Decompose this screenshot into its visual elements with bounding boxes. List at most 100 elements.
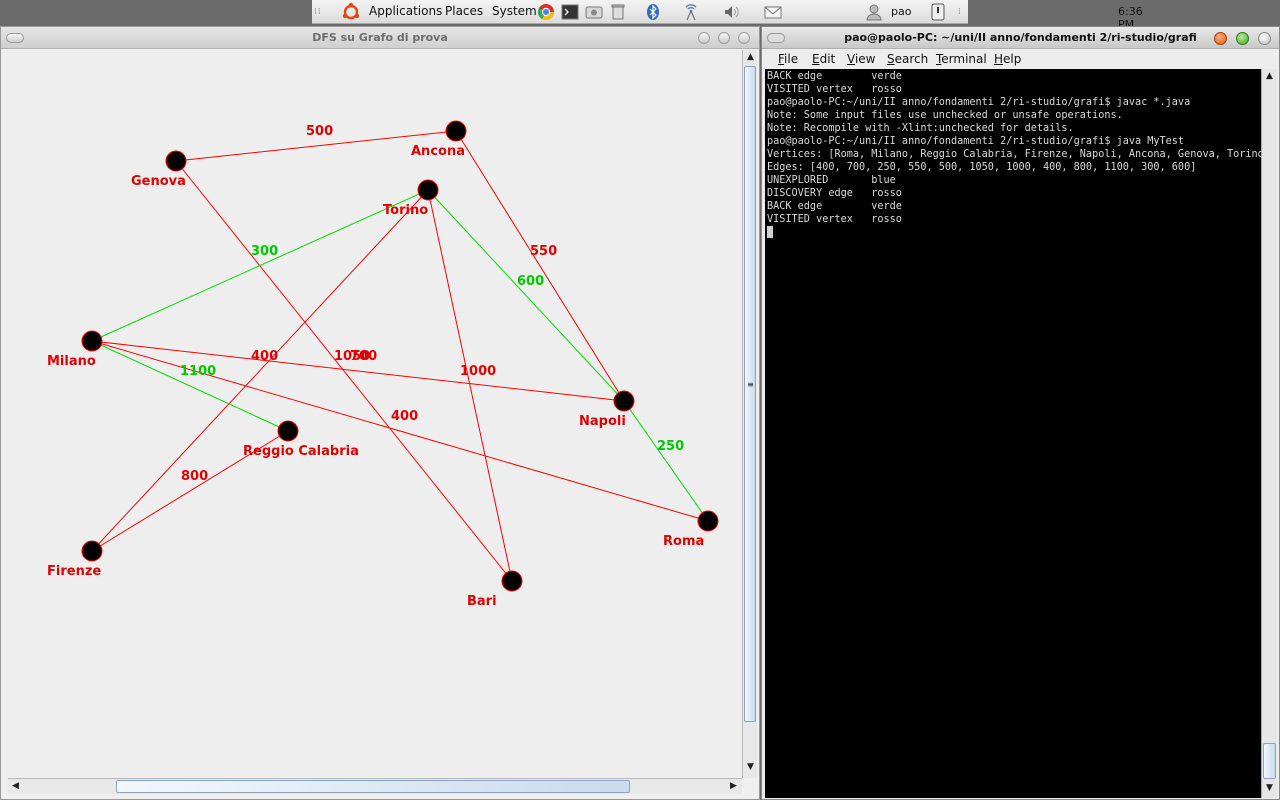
panel-grip-right[interactable]: ⁞: [958, 7, 962, 17]
bluetooth-icon[interactable]: [644, 3, 662, 21]
vertex-label: Roma: [663, 534, 705, 549]
applications-menu[interactable]: Applications: [369, 4, 443, 18]
vertex-label: Reggio Calabria: [243, 444, 359, 459]
menu-edit[interactable]: Edit: [812, 52, 836, 66]
terminal-scroll-thumb[interactable]: [1263, 743, 1276, 779]
scroll-down-arrow-icon[interactable]: ▼: [747, 762, 754, 772]
terminal-line: VISITED vertex rosso: [767, 214, 902, 225]
graph-window-title: DFS su Grafo di prova: [312, 31, 448, 44]
terminal-window-menu-button[interactable]: [767, 33, 785, 43]
graph-edge-milano-napoli: [91, 340, 625, 402]
terminal-close-button[interactable]: [1214, 32, 1227, 45]
vertex-genova: [165, 150, 187, 172]
edges-layer: [91, 130, 709, 582]
shutdown-icon[interactable]: [929, 3, 947, 21]
trash-launcher-icon[interactable]: [609, 3, 627, 21]
graph-edge-torino-bari: [427, 189, 513, 582]
vertex-label: Firenze: [47, 564, 102, 579]
network-icon[interactable]: [682, 3, 700, 21]
edge-weight-label: 1100: [180, 364, 217, 379]
edge-weight-label: 1050: [334, 349, 371, 364]
user-icon[interactable]: [865, 3, 883, 21]
terminal-maximize-button[interactable]: [1258, 32, 1271, 45]
edge-weight-label: 400: [391, 409, 419, 424]
graph-window-titlebar[interactable]: DFS su Grafo di prova: [1, 27, 759, 49]
scroll-right-arrow-icon[interactable]: ▶: [730, 781, 737, 791]
graph-edge-genova-bari: [175, 160, 513, 582]
screenshot-launcher-icon[interactable]: [585, 3, 603, 21]
user-name[interactable]: pao: [891, 5, 912, 18]
edge-weight-label: 550: [530, 244, 558, 259]
panel-grip[interactable]: ⁞⁞: [314, 7, 322, 17]
graph-edge-genova-ancona: [175, 130, 457, 162]
terminal-scroll-up-icon[interactable]: ▲: [1266, 71, 1273, 81]
menu-file[interactable]: File: [778, 52, 799, 66]
minimize-button[interactable]: [698, 32, 710, 44]
menu-terminal[interactable]: Terminal: [936, 52, 987, 66]
system-menu[interactable]: System: [492, 4, 537, 18]
terminal-line: Edges: [400, 700, 250, 550, 500, 1050, 1…: [767, 162, 1197, 173]
vertices-layer: [81, 120, 719, 592]
terminal-line: UNEXPLORED blue: [767, 175, 896, 186]
terminal-line: Note: Some input files use unchecked or …: [767, 110, 1123, 121]
terminal-line: pao@paolo-PC:~/uni/II anno/fondamenti 2/…: [767, 136, 1185, 147]
menu-view[interactable]: View: [847, 52, 876, 66]
graph-drawing: [81, 120, 719, 592]
ubuntu-logo-icon[interactable]: [341, 2, 361, 22]
vertex-roma: [697, 510, 719, 532]
edge-weight-label: 800: [181, 469, 209, 484]
vertex-napoli: [613, 390, 635, 412]
vertex-ancona: [445, 120, 467, 142]
vertical-scroll-thumb[interactable]: [744, 66, 756, 722]
graph-vertical-scrollbar[interactable]: ▲ ≡ ▼: [742, 50, 757, 778]
graph-edge-torino-firenze: [91, 189, 429, 552]
vertex-bari: [501, 570, 523, 592]
terminal-minimize-button[interactable]: [1236, 32, 1249, 45]
edge-weight-label: 300: [251, 244, 279, 259]
terminal-scrollbar[interactable]: ▲ ▼: [1261, 69, 1277, 798]
graph-edge-milano-reggio-calabria: [91, 340, 289, 432]
menu-search[interactable]: Search: [887, 52, 929, 66]
graph-horizontal-scrollbar[interactable]: ◀ ▶: [8, 778, 742, 794]
terminal-titlebar[interactable]: pao@paolo-PC: ~/uni/II anno/fondamenti 2…: [762, 27, 1279, 49]
close-button[interactable]: [738, 32, 750, 44]
window-menu-button[interactable]: [6, 33, 24, 43]
graph-edge-firenze-reggio-calabria: [91, 430, 289, 552]
scroll-left-arrow-icon[interactable]: ◀: [12, 781, 19, 791]
mail-icon[interactable]: [764, 3, 782, 21]
vertex-label: Bari: [467, 594, 497, 609]
terminal-scroll-down-icon[interactable]: ▼: [1266, 783, 1273, 793]
maximize-button[interactable]: [718, 32, 730, 44]
edge-weight-label: 600: [517, 274, 545, 289]
graph-edge-napoli-roma: [623, 400, 709, 522]
graph-edge-torino-napoli: [427, 189, 625, 402]
vertex-firenze: [81, 540, 103, 562]
chrome-launcher-icon[interactable]: [537, 3, 555, 21]
top-panel: ⁞⁞ Applications Places System: [312, 0, 1143, 31]
vertex-label: Torino: [383, 203, 429, 218]
menu-help[interactable]: Help: [994, 52, 1022, 66]
scroll-up-arrow-icon[interactable]: ▲: [747, 52, 754, 62]
volume-icon[interactable]: [723, 3, 741, 21]
terminal-launcher-icon[interactable]: [561, 3, 579, 21]
terminal-cursor: [767, 226, 773, 238]
edge-weight-label: 700: [350, 349, 378, 364]
terminal-title: pao@paolo-PC: ~/uni/II anno/fondamenti 2…: [844, 31, 1197, 44]
graph-edge-ancona-napoli: [455, 130, 625, 402]
terminal-line: Vertices: [Roma, Milano, Reggio Calabria…: [767, 149, 1261, 160]
terminal-line: Note: Recompile with -Xlint:unchecked fo…: [767, 123, 1074, 134]
vertex-label: Milano: [47, 354, 96, 369]
vertex-reggio-calabria: [277, 420, 299, 442]
edge-weight-label: 400: [251, 349, 279, 364]
horizontal-scroll-thumb[interactable]: [116, 780, 630, 793]
places-menu[interactable]: Places: [445, 4, 484, 18]
vertex-label: Ancona: [411, 144, 465, 159]
terminal-window: pao@paolo-PC: ~/uni/II anno/fondamenti 2…: [761, 26, 1280, 800]
thumb-grip-icon: ≡: [747, 380, 754, 389]
terminal-line: BACK edge verde: [767, 201, 902, 212]
vertex-milano: [81, 330, 103, 352]
